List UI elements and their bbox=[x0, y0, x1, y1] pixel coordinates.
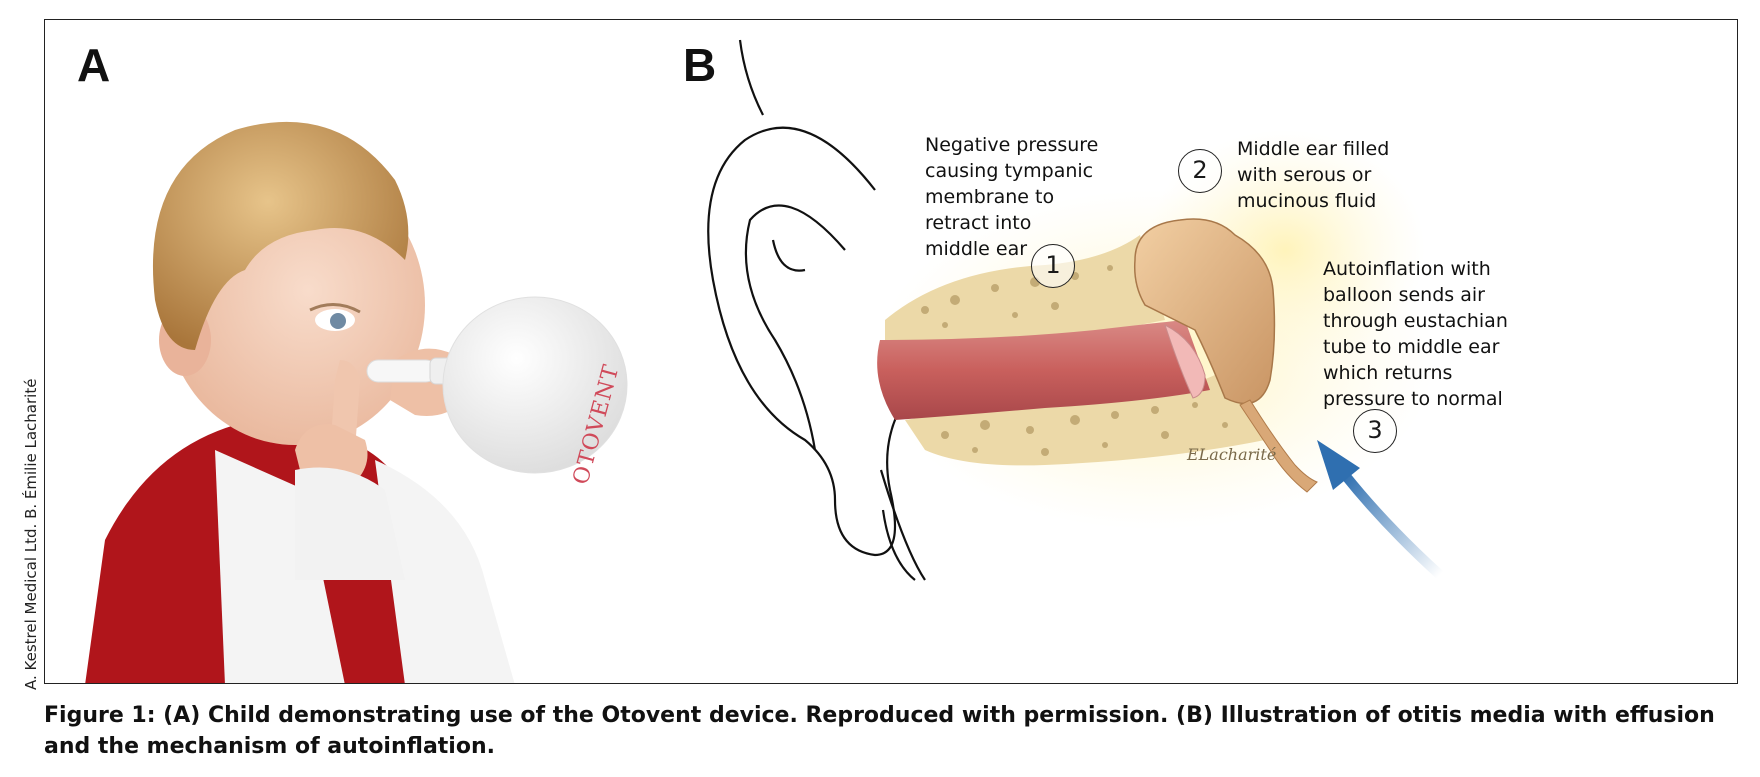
label-middle-ear-filled: Middle ear filled with serous or mucinou… bbox=[1237, 138, 1390, 212]
marker-2: 2 bbox=[1178, 149, 1222, 193]
panel-b-letter: B bbox=[683, 39, 717, 91]
arrow-head bbox=[1317, 440, 1360, 490]
figure-frame: OTOVENT A bbox=[44, 19, 1738, 684]
ear-illustration bbox=[707, 39, 1445, 581]
marker-3: 3 bbox=[1353, 409, 1397, 453]
label-negative-pressure: Negative pressure causing tympanic membr… bbox=[925, 134, 1099, 260]
caption-line-1: Figure 1: (A) Child demonstrating use of… bbox=[44, 703, 1715, 728]
figure-caption: Figure 1: (A) Child demonstrating use of… bbox=[44, 700, 1744, 762]
outer-ear-outline bbox=[707, 39, 926, 581]
marker-1: 1 bbox=[1031, 244, 1075, 288]
white-shirt-front bbox=[215, 450, 345, 683]
illustrator-signature: ELacharité bbox=[1187, 445, 1277, 464]
otovent-balloon bbox=[442, 296, 628, 474]
eustachian-tube bbox=[1239, 399, 1318, 493]
tympanic-membrane bbox=[1164, 324, 1206, 399]
caption-line-2: and the mechanism of autoinflation. bbox=[44, 734, 495, 759]
label-autoinflation: Autoinflation with balloon sends air thr… bbox=[1323, 258, 1508, 410]
child-hair bbox=[152, 121, 409, 351]
child-photo bbox=[85, 121, 628, 683]
airflow-arrow bbox=[1340, 470, 1445, 580]
ear-canal bbox=[877, 320, 1210, 420]
white-sleeve bbox=[295, 467, 405, 580]
temporal-bone-upper bbox=[885, 235, 1165, 352]
middle-ear-fluid bbox=[1133, 218, 1276, 405]
panel-a-letter: A bbox=[77, 39, 111, 91]
credit-line: A. Kestrel Medical Ltd. B. Émilie Lachar… bbox=[22, 378, 40, 690]
